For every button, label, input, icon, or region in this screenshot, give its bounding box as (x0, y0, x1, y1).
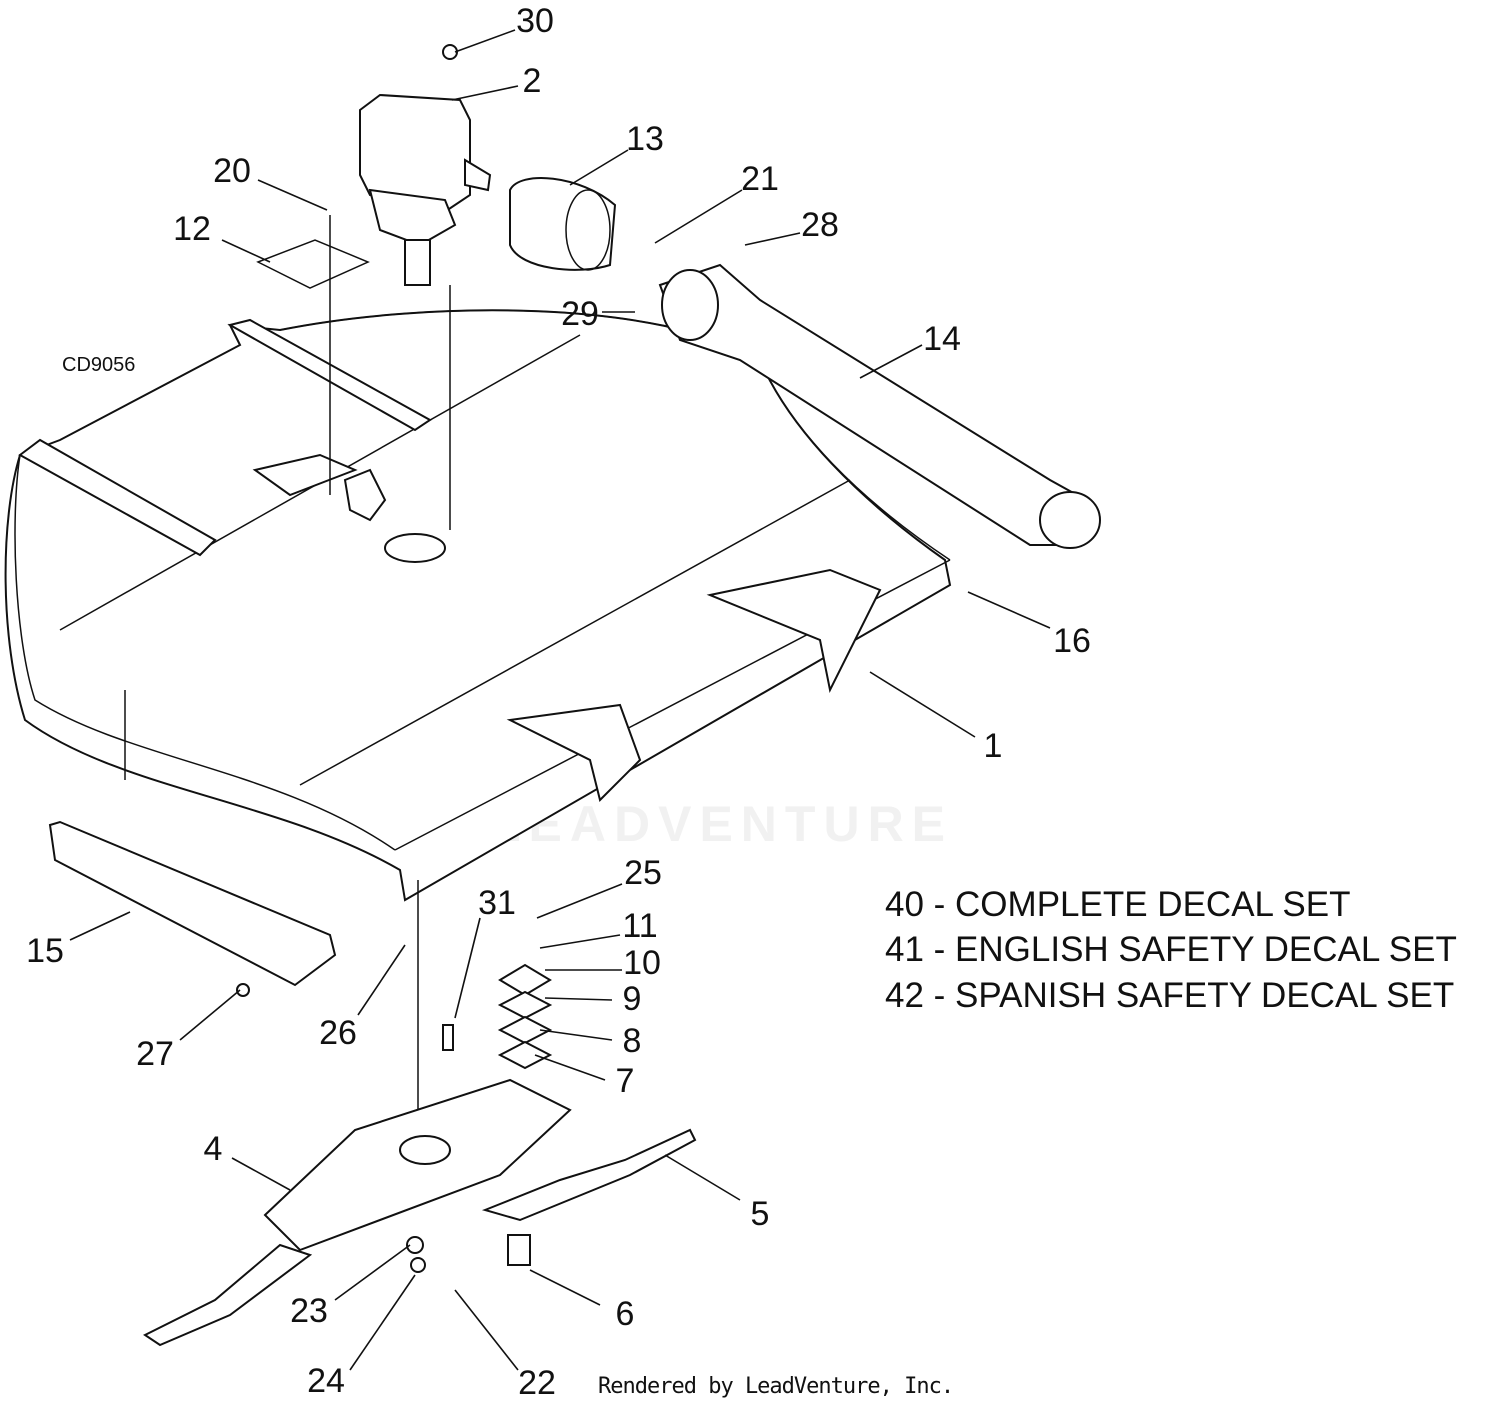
decal-note-1: 40 - COMPLETE DECAL SET (885, 885, 1351, 924)
leader-line-30 (454, 29, 516, 53)
blade-holder (263, 1078, 572, 1252)
callout-25: 25 (624, 854, 662, 892)
callout-4: 4 (204, 1130, 223, 1168)
leader-line-9 (544, 997, 613, 1001)
leader-line-24 (349, 1274, 416, 1371)
leader-line-4 (231, 1157, 291, 1191)
decal-note-3: 42 - SPANISH SAFETY DECAL SET (885, 976, 1455, 1015)
callout-31: 31 (478, 884, 516, 922)
callout-8: 8 (623, 1022, 642, 1060)
leader-line-8 (539, 1029, 613, 1041)
callout-11: 11 (622, 907, 657, 945)
leader-line-14 (859, 344, 923, 379)
leader-line-28 (744, 232, 801, 246)
leader-line-6 (529, 1269, 601, 1306)
shield-cone (509, 177, 617, 271)
leader-line-1 (869, 671, 976, 738)
footer-credit: Rendered by LeadVenture, Inc. (598, 1374, 954, 1399)
callout-7: 7 (616, 1062, 635, 1100)
leader-line-13 (569, 149, 629, 186)
callout-5: 5 (751, 1195, 770, 1233)
callout-24: 24 (307, 1362, 345, 1400)
callout-29: 29 (561, 295, 599, 333)
leader-line-21 (654, 189, 743, 244)
leader-line-31 (454, 917, 481, 1019)
leader-line-15 (69, 911, 131, 941)
leader-line-12 (221, 239, 271, 263)
leader-line-20 (257, 179, 328, 211)
callout-14: 14 (923, 320, 961, 358)
leader-line-22 (454, 1289, 519, 1371)
callout-26: 26 (319, 1014, 357, 1052)
gearbox (359, 44, 492, 286)
callout-28: 28 (801, 206, 839, 244)
blades (143, 1128, 697, 1347)
callout-12: 12 (173, 210, 211, 248)
callout-23: 23 (290, 1292, 328, 1330)
leader-line-11 (539, 934, 621, 949)
callout-15: 15 (26, 932, 64, 970)
callout-20: 20 (213, 152, 251, 190)
callout-21: 21 (741, 160, 779, 198)
leader-line-7 (534, 1054, 606, 1081)
leader-line-26 (357, 944, 406, 1016)
callout-10: 10 (623, 944, 661, 982)
leader-line-23 (334, 1244, 411, 1301)
leader-line-25 (536, 883, 623, 919)
callout-9: 9 (623, 980, 642, 1018)
callout-2: 2 (523, 62, 542, 100)
leader-line-2 (451, 85, 519, 101)
callout-16: 16 (1053, 622, 1091, 660)
callout-6: 6 (616, 1295, 635, 1333)
hardware-stack (236, 963, 553, 1273)
driveline (658, 263, 1101, 549)
decal-note-2: 41 - ENGLISH SAFETY DECAL SET (885, 930, 1457, 969)
callout-30: 30 (516, 2, 554, 40)
leader-line-27 (179, 989, 241, 1041)
callout-1: 1 (984, 727, 1003, 765)
leader-line-5 (664, 1154, 741, 1201)
leader-line-16 (967, 591, 1051, 629)
skid-shoe (48, 820, 337, 987)
drawing-code: CD9056 (62, 354, 135, 376)
callout-13: 13 (626, 120, 664, 158)
cover-plate (256, 239, 370, 289)
callout-22: 22 (518, 1364, 556, 1402)
callout-27: 27 (136, 1035, 174, 1073)
